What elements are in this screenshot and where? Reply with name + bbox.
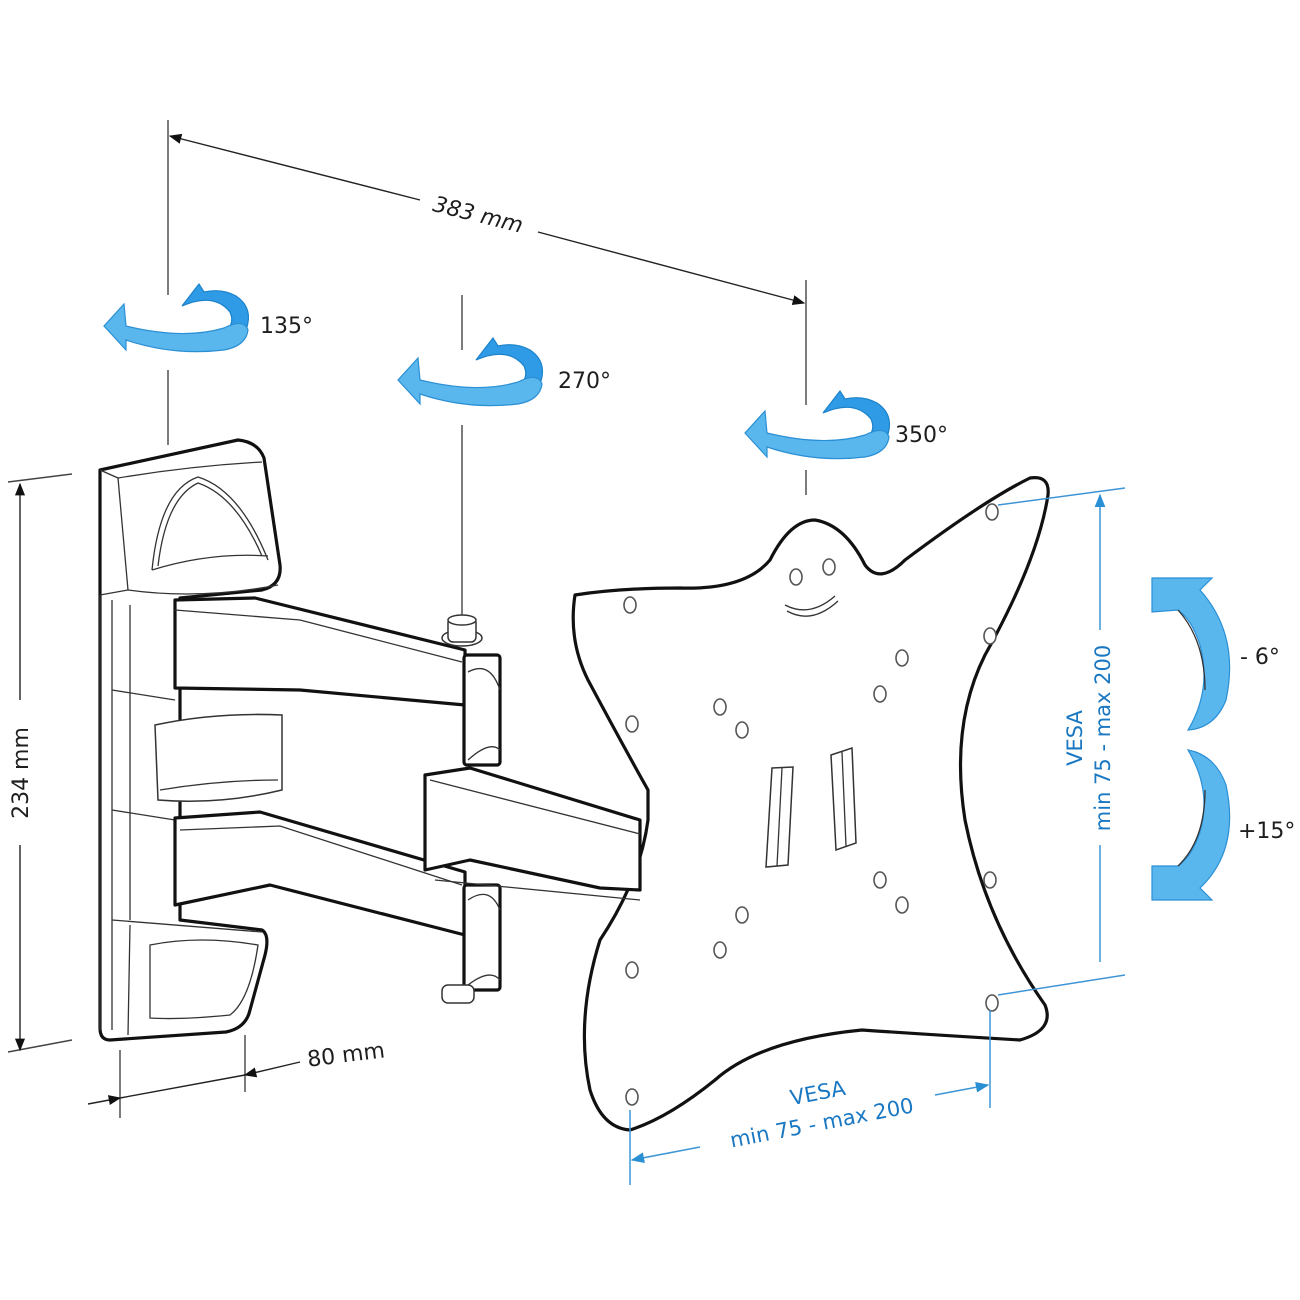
depth-arrow-right bbox=[243, 1061, 301, 1078]
tilt-arrow-down bbox=[1151, 749, 1231, 901]
reach-dim-label: 383 mm bbox=[430, 192, 525, 238]
wall-plate-body bbox=[98, 438, 282, 1042]
slot-right-inner bbox=[841, 751, 847, 847]
plate-hole bbox=[713, 698, 727, 716]
reach-dim-line-right bbox=[537, 231, 806, 305]
top-cover-bottom bbox=[127, 584, 279, 595]
depth-dim-line bbox=[119, 1074, 246, 1099]
reach-dim-line-left bbox=[168, 133, 421, 201]
plate-smile-slot bbox=[784, 595, 839, 617]
vesa-v-label: VESA bbox=[1063, 710, 1087, 766]
top-cover-base bbox=[151, 554, 269, 571]
depth-arrow-left bbox=[87, 1095, 122, 1106]
vesa-h-line-left bbox=[630, 1146, 701, 1164]
plate-hole bbox=[983, 871, 997, 889]
depth-dimension: 80 mm bbox=[87, 1035, 386, 1118]
top-cover-arch-outer bbox=[151, 476, 269, 571]
plate-hole bbox=[789, 568, 803, 586]
middle-block-shade bbox=[159, 779, 279, 791]
top-cover-arch-inner bbox=[157, 482, 263, 567]
rotate-arrow-band bbox=[103, 302, 249, 353]
plate-hole bbox=[625, 961, 639, 979]
height-ext-top bbox=[7, 473, 73, 483]
height-dim-label: 234 mm bbox=[9, 727, 34, 819]
upper-arm bbox=[173, 596, 502, 1004]
forearm bbox=[423, 766, 642, 901]
plate-hole bbox=[623, 596, 637, 614]
forearm-top-edge bbox=[429, 779, 641, 835]
wall-plate-grooves bbox=[111, 689, 176, 821]
plate-hole bbox=[735, 721, 749, 739]
tilt-down-arrow-edge bbox=[1177, 789, 1206, 867]
hinge-pin-cap bbox=[447, 614, 477, 626]
height-ext-bottom bbox=[7, 1039, 73, 1053]
wall-plate-side-top bbox=[99, 469, 129, 596]
plate-hole bbox=[873, 871, 887, 889]
rotate-arrow-band bbox=[744, 409, 890, 460]
wall-plate-middle-block bbox=[154, 713, 283, 802]
plate-hole bbox=[625, 715, 639, 733]
rotation-arrow-wall bbox=[103, 282, 249, 353]
plate-hole bbox=[713, 941, 727, 959]
hinge-pin-bottom bbox=[441, 984, 475, 1004]
plate-hole bbox=[625, 1088, 639, 1106]
plate-hole bbox=[985, 994, 999, 1012]
upper-arm-top-edge bbox=[174, 609, 463, 663]
plate-hole bbox=[735, 906, 749, 924]
hinge-notches bbox=[467, 667, 501, 986]
plate-hole bbox=[822, 558, 836, 576]
upper-arm-bottom-bar bbox=[173, 810, 467, 937]
bottom-cover-recess bbox=[149, 939, 259, 1020]
pivot-axes bbox=[167, 120, 807, 630]
upper-arm-bottom-edge bbox=[179, 825, 463, 886]
forearm-bar bbox=[423, 766, 642, 892]
tilt-up-arrow-shape bbox=[1151, 577, 1231, 731]
plate-hole bbox=[895, 896, 909, 914]
wall-plate-top-edge bbox=[117, 461, 263, 479]
vesa-v-range: min 75 - max 200 bbox=[1091, 645, 1115, 831]
rotation-arrow-head bbox=[744, 389, 890, 460]
tilt-up-arrow-edge bbox=[1177, 609, 1206, 691]
rotate-arrow-band bbox=[397, 356, 543, 407]
vesa-plate-body bbox=[571, 476, 1050, 1132]
head-rotation-label: 350° bbox=[895, 423, 948, 448]
tilt-arrow-up bbox=[1151, 577, 1231, 731]
height-dimension: 234 mm bbox=[7, 473, 73, 1053]
plate-hole bbox=[873, 685, 887, 703]
tilt-down-arrow-shape bbox=[1151, 749, 1231, 901]
depth-dim-label: 80 mm bbox=[306, 1038, 386, 1072]
vesa-vertical-dimension: VESA min 75 - max 200 bbox=[997, 487, 1126, 996]
vesa-h-label: VESA bbox=[788, 1076, 848, 1110]
tilt-down-label: +15° bbox=[1238, 819, 1295, 844]
plate-hole bbox=[983, 627, 997, 645]
reach-dimension: 383 mm bbox=[168, 133, 806, 305]
vesa-h-line-right bbox=[934, 1081, 990, 1096]
bottom-cover-top bbox=[111, 919, 263, 933]
wall-rotation-label: 135° bbox=[260, 314, 313, 339]
rotation-arrow-middle bbox=[397, 336, 543, 407]
slot-left-inner bbox=[776, 767, 783, 867]
vesa-v-ext-bottom bbox=[997, 974, 1126, 996]
vesa-plate bbox=[571, 476, 1050, 1132]
bottom-cover-side bbox=[127, 924, 131, 1036]
plate-hole bbox=[985, 503, 999, 521]
middle-hinge-upper bbox=[462, 653, 502, 767]
middle-rotation-label: 270° bbox=[558, 369, 611, 394]
wall-plate bbox=[98, 438, 283, 1042]
tilt-up-label: - 6° bbox=[1240, 645, 1280, 670]
forearm-bottom-edge bbox=[434, 879, 641, 901]
vesa-v-ext-top bbox=[997, 487, 1126, 506]
plate-hole bbox=[895, 649, 909, 667]
